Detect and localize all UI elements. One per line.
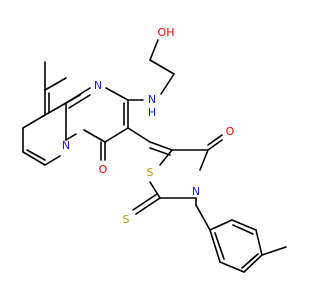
bond bbox=[195, 204, 211, 231]
bond bbox=[149, 39, 159, 61]
bond bbox=[255, 229, 263, 256]
bond bbox=[160, 73, 175, 95]
thiazolidine-n-label: N bbox=[192, 185, 200, 198]
thiazolidinone-oxygen-label: O bbox=[226, 125, 235, 138]
bond bbox=[231, 219, 257, 231]
bond bbox=[83, 129, 106, 143]
bond bbox=[149, 147, 171, 156]
methylbenzyl-group bbox=[195, 204, 287, 273]
bond bbox=[207, 139, 223, 151]
bond bbox=[219, 261, 245, 273]
thiazolidinone-ring bbox=[132, 134, 223, 215]
bond bbox=[22, 114, 46, 129]
bond bbox=[149, 141, 173, 151]
amine-n-label: N bbox=[148, 93, 156, 106]
ring-sulfur-label: S bbox=[147, 166, 154, 179]
methylidene-bridge bbox=[127, 127, 173, 156]
bond bbox=[68, 94, 91, 109]
pyrimidine-n-label: N bbox=[94, 79, 102, 92]
bond bbox=[207, 134, 223, 146]
bond bbox=[214, 232, 225, 260]
bond bbox=[261, 246, 287, 256]
pyrimidinone-ring bbox=[65, 87, 129, 161]
bond bbox=[22, 151, 46, 166]
bond bbox=[132, 193, 158, 211]
bond bbox=[44, 102, 67, 116]
bond bbox=[135, 197, 161, 215]
bond bbox=[104, 127, 129, 143]
atom-labels: OH N H N N O S N O S bbox=[62, 26, 235, 226]
bond bbox=[149, 59, 175, 75]
bond bbox=[127, 127, 151, 143]
bond bbox=[199, 149, 209, 171]
hydroxyethylamino-chain bbox=[127, 39, 175, 101]
bond bbox=[26, 149, 46, 161]
bond bbox=[159, 149, 173, 166]
thioxo-sulfur-label: S bbox=[123, 213, 130, 226]
bond bbox=[65, 87, 91, 104]
bond bbox=[65, 133, 77, 141]
structure-diagram: OH N H N N O S N O S bbox=[22, 26, 287, 273]
bond bbox=[149, 181, 161, 199]
bond bbox=[44, 155, 61, 166]
bond bbox=[105, 87, 129, 101]
bond bbox=[44, 77, 67, 91]
bond bbox=[232, 224, 254, 235]
bond bbox=[243, 254, 263, 273]
amine-h-label: H bbox=[148, 106, 156, 119]
bond bbox=[241, 253, 259, 269]
bridgehead-n-label: N bbox=[62, 139, 70, 152]
ketone-oxygen-label: O bbox=[99, 163, 108, 176]
pyridine-ring bbox=[22, 77, 81, 166]
bond bbox=[209, 229, 221, 263]
bond bbox=[209, 219, 233, 231]
molecule-canvas: OH N H N N O S N O S bbox=[22, 26, 287, 273]
hydroxyl-label: OH bbox=[158, 26, 175, 39]
